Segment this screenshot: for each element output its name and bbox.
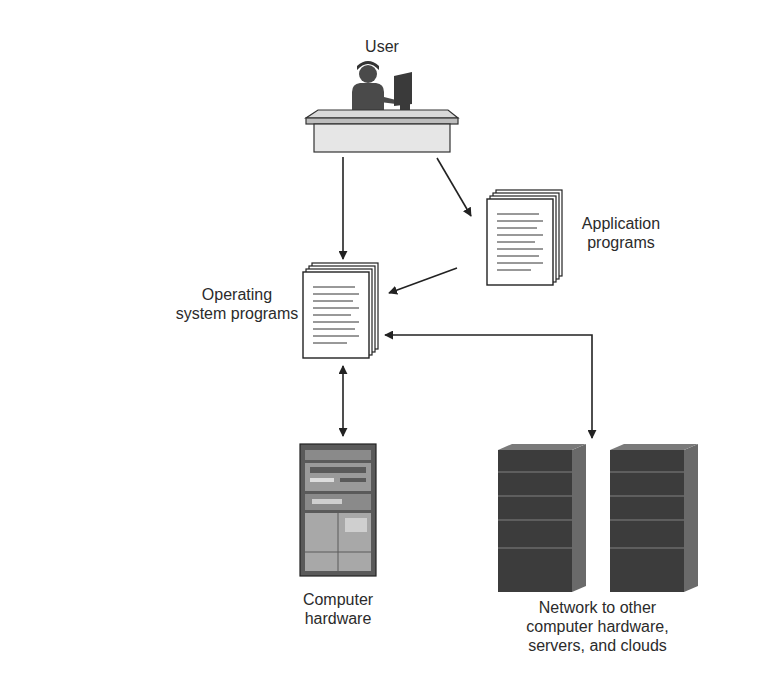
user-at-desk [306,61,458,152]
node-label: Computer hardware [290,590,386,628]
arrow-connector [342,157,344,259]
computer-tower [300,444,376,576]
node-label: Network to other computer hardware, serv… [510,598,686,655]
arrow-connector [389,268,457,293]
os-node: Operating system programs [303,263,379,358]
document-stack [303,263,378,358]
arrow-connector [342,366,344,436]
application-node: Application programs [487,190,563,285]
arrow-connector [385,335,592,438]
network-node: Network to other computer hardware, serv… [497,444,698,592]
user-node: User [305,62,459,154]
server-towers [498,444,698,592]
document-stack [487,190,562,285]
hardware-node: Computer hardware [300,444,376,576]
node-label: Application programs [569,214,673,252]
node-label: User [322,37,442,56]
node-label: Operating system programs [175,285,299,323]
arrow-connector [437,158,471,216]
